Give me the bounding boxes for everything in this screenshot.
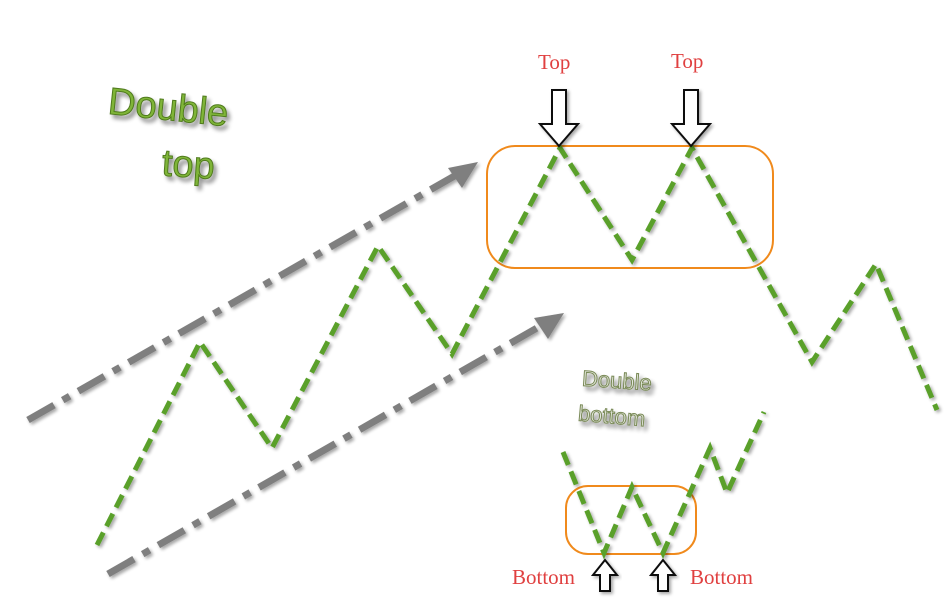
bottom-label-left: Bottom <box>512 565 575 589</box>
bottom-arrow-left-icon <box>590 558 620 592</box>
title-line2: top <box>161 142 217 188</box>
top-arrow-left-icon <box>537 89 581 148</box>
double-top-title: Double top <box>106 80 231 188</box>
bottom-label-right: Bottom <box>690 565 753 589</box>
bottom-arrow-right-icon <box>648 558 678 592</box>
top-label-left: Top <box>538 50 570 74</box>
top-arrow-right-icon <box>669 89 713 148</box>
arrowhead-icon <box>448 162 478 188</box>
lower-trend-arrow <box>106 313 564 578</box>
double-bottom-title: Double bottom <box>577 365 653 432</box>
upper-trend-arrow <box>26 162 478 424</box>
arrowhead-icon <box>534 313 564 339</box>
title-line1: Double <box>106 81 230 135</box>
top-label-right: Top <box>671 49 703 73</box>
double-top-box <box>486 145 774 269</box>
double-bottom-box <box>565 485 697 555</box>
price-line-double-bottom <box>560 410 767 560</box>
price-line-main <box>94 142 940 547</box>
subtitle-line2: bottom <box>577 401 646 432</box>
subtitle-line1: Double <box>581 366 652 396</box>
